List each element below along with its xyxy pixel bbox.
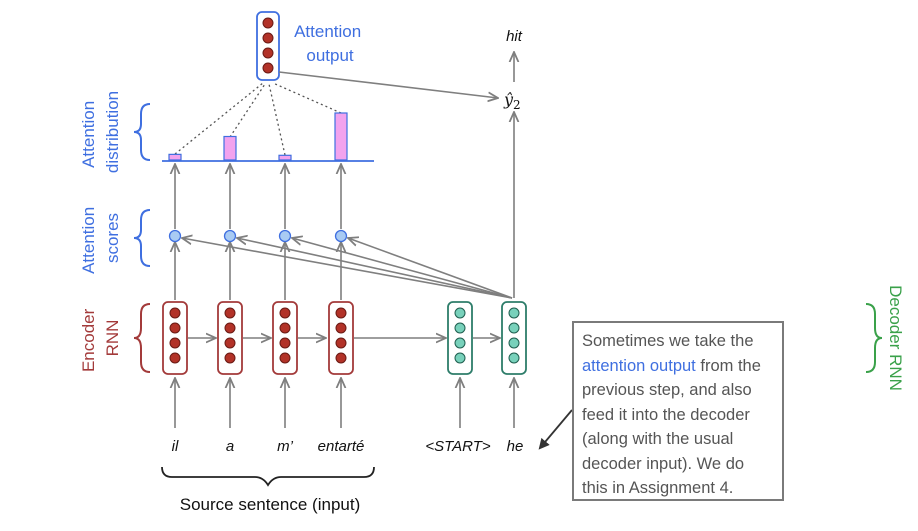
- note-pointer-arrow: [538, 409, 573, 450]
- decoder-word-he: he: [507, 438, 524, 455]
- encoder-to-score-arrows: [175, 242, 341, 300]
- encoder-hidden-states: [162, 301, 354, 375]
- attention-bar-4: [334, 112, 348, 161]
- assignment-note: Sometimes we take the attention output f…: [572, 321, 784, 501]
- attention-score-dots: [168, 229, 348, 243]
- encoder-rnn-label: Encoder RNN: [79, 304, 122, 372]
- distribution-brace: [133, 103, 151, 161]
- source-word-il: il: [172, 438, 179, 455]
- source-word-m: m’: [277, 438, 293, 455]
- attention-scores-label: Attention scores: [79, 202, 122, 274]
- y-hat-2-label: ŷ2: [503, 90, 521, 112]
- decoder-hidden-states: [447, 301, 527, 375]
- attention-bar-1: [168, 153, 182, 161]
- output-word-hit: hit: [506, 28, 523, 45]
- decoder-cell-1: [447, 301, 473, 375]
- source-word-entarte: entarté: [318, 438, 365, 455]
- attention-bar-2: [223, 135, 237, 161]
- encoder-cell-4: [328, 301, 354, 375]
- note-highlight: attention output: [582, 356, 696, 375]
- source-sentence-label: Source sentence (input): [180, 495, 361, 514]
- decoder-cell-2: [501, 301, 527, 375]
- encoder-cell-2: [217, 301, 243, 375]
- input-arrows: [175, 378, 514, 428]
- score-to-distribution-arrows: [175, 164, 341, 229]
- scores-brace: [133, 209, 151, 267]
- attention-bar-3: [278, 154, 292, 161]
- encoder-cell-1: [162, 301, 188, 375]
- attention-distribution-bars: [168, 112, 348, 161]
- encoder-cell-3: [272, 301, 298, 375]
- attention-to-output-arrow: [278, 71, 498, 98]
- decoder-to-score-arrows: [182, 238, 513, 299]
- decoder-brace: [865, 303, 883, 373]
- attention-output-vector: [256, 11, 280, 81]
- decoder-rnn-label: Decoder RNN: [886, 285, 905, 391]
- source-sentence-brace: [161, 466, 375, 487]
- source-word-a: a: [226, 438, 234, 455]
- attention-weighted-sum-lines: [174, 82, 342, 156]
- attention-output-label: Attention output: [294, 22, 366, 65]
- encoder-brace: [133, 303, 151, 373]
- note-text-2: from the previous step, and also feed it…: [582, 356, 761, 498]
- decoder-word-start: <START>: [425, 438, 491, 455]
- note-text-1: Sometimes we take the: [582, 332, 754, 350]
- attention-distribution-label: Attention distribution: [79, 91, 122, 173]
